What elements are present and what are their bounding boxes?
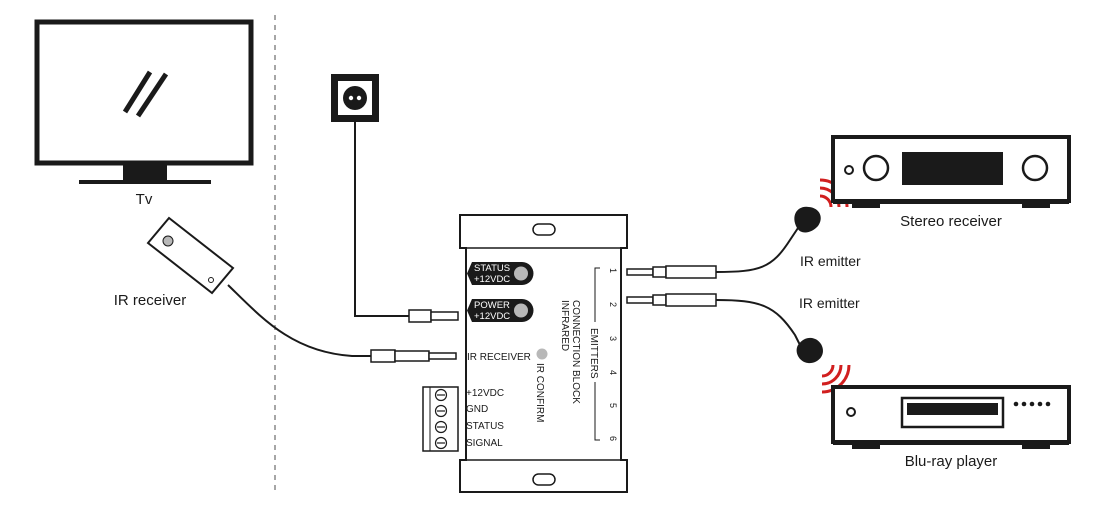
ir-receiver-cable [227, 284, 371, 357]
emitters-label: EMITTERS [588, 328, 599, 379]
emitters-bracket: EMITTERS 1 2 3 4 5 6 [588, 267, 618, 441]
emitter-plug-2 [626, 293, 717, 307]
power-indicator: POWER +12VDC [467, 299, 534, 322]
power-outlet-icon [331, 74, 379, 122]
terminal-label: GND [466, 404, 488, 415]
power-cable [354, 122, 409, 317]
ir-receiver-port-label: IR RECEIVER [467, 352, 531, 363]
emitter-number: 3 [608, 336, 618, 341]
ir-confirm-led [536, 348, 548, 360]
emitter-cable-2 [715, 299, 801, 346]
ir-receiver-icon [146, 216, 235, 295]
emitter-plug-1 [626, 265, 717, 279]
emitter-number: 5 [608, 403, 618, 408]
ir-emitter-2-label: IR emitter [799, 295, 860, 311]
emitter-cable-1 [715, 227, 799, 273]
terminal-label: STATUS [466, 421, 504, 432]
ir-emitter-2-icon [796, 337, 851, 394]
ir-confirm-label: IR CONFIRM [534, 363, 545, 422]
bluray-player-label: Blu-ray player [905, 453, 998, 470]
status-indicator: STATUS +12VDC [467, 262, 534, 285]
ir-emitter-1-label: IR emitter [800, 253, 861, 269]
tv-icon [34, 19, 254, 184]
status-label: STATUS [474, 263, 510, 274]
terminal-label: +12VDC [466, 388, 504, 399]
mount-hole-bottom [532, 473, 556, 486]
mount-hole-top [532, 223, 556, 236]
block-title-line2: CONNECTION BLOCK [570, 300, 581, 404]
stereo-receiver-label: Stereo receiver [900, 213, 1002, 230]
block-title-line1: INFRARED [559, 300, 570, 351]
power-voltage: +12VDC [474, 311, 510, 322]
terminal-block [422, 386, 459, 452]
ir-receiver-plug [370, 349, 457, 363]
power-plug [408, 309, 459, 323]
status-voltage: +12VDC [474, 274, 510, 285]
stereo-receiver-icon [831, 135, 1071, 208]
emitter-number: 6 [608, 436, 618, 441]
terminal-label: SIGNAL [466, 438, 503, 449]
power-label: POWER [474, 300, 510, 311]
emitter-number: 1 [608, 268, 618, 273]
ir-receiver-label: IR receiver [114, 292, 187, 309]
emitter-number: 2 [608, 302, 618, 307]
emitter-number: 4 [608, 370, 618, 375]
bluray-player-icon [831, 385, 1071, 449]
tv-label: Tv [136, 191, 153, 208]
